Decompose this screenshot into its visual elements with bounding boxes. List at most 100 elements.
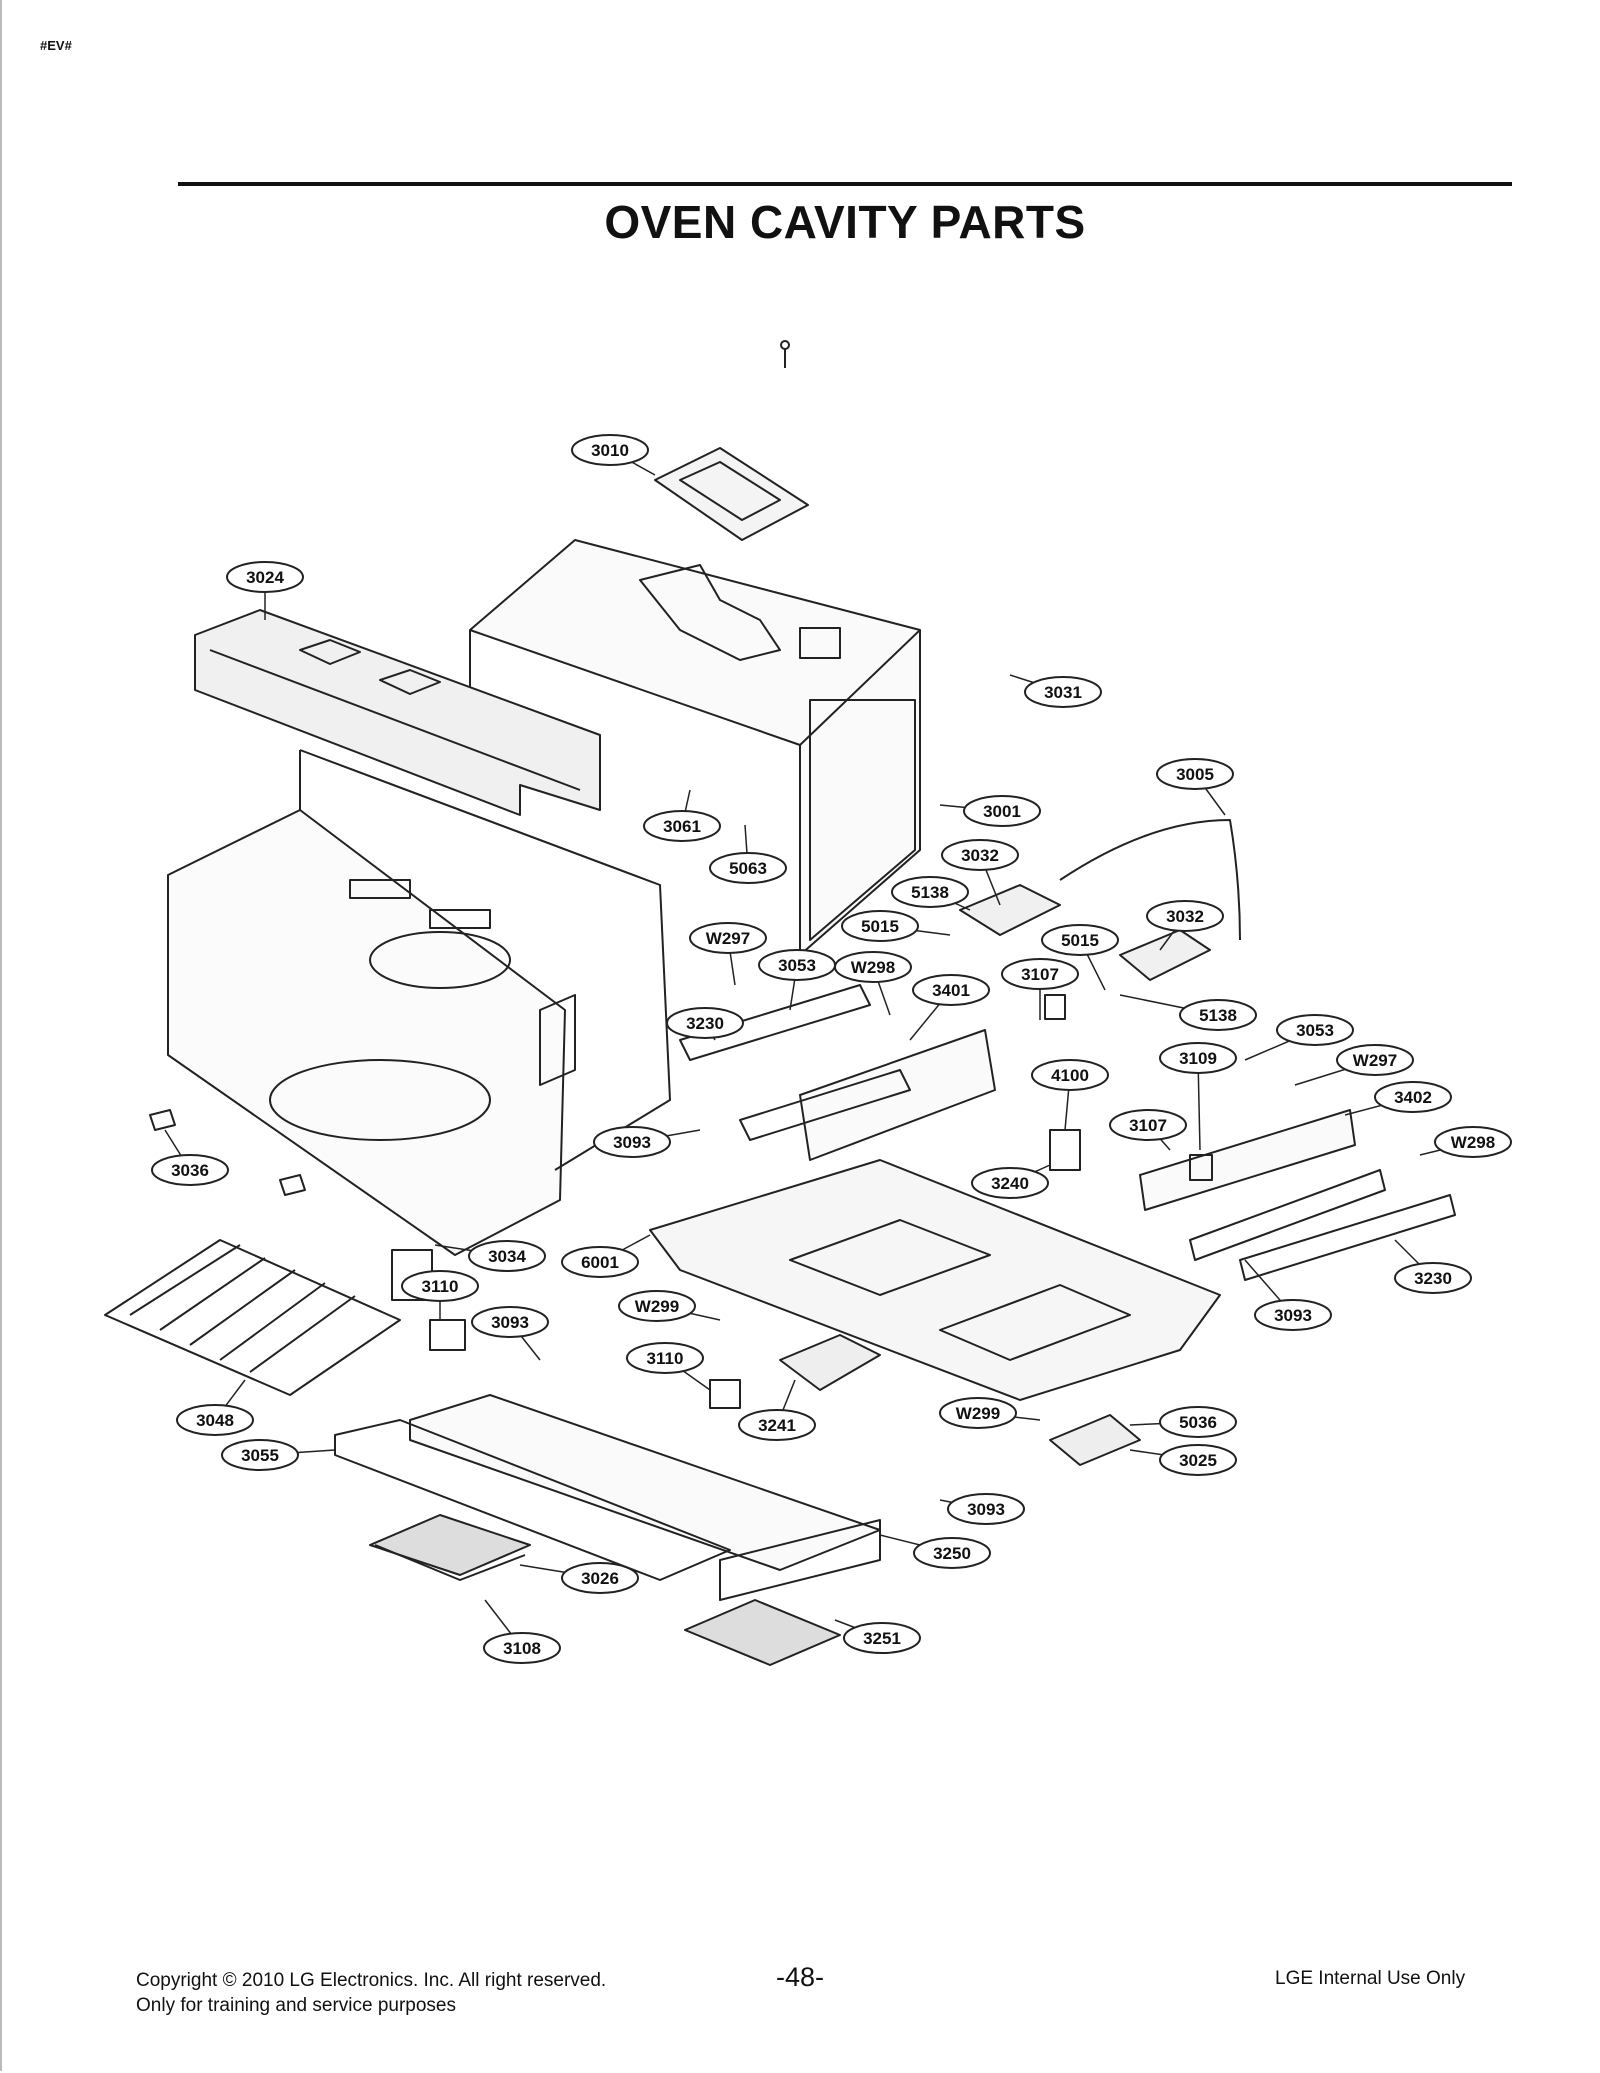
- callout-label: W298: [851, 958, 895, 977]
- grease-filter-drawing: [369, 1514, 841, 1666]
- callout-label: 3250: [933, 1544, 971, 1563]
- callout-bubble: [483, 1632, 561, 1664]
- small-components-drawing: [149, 819, 1241, 1466]
- callout-3036: 3036: [151, 1129, 229, 1186]
- callout-label: 3036: [171, 1161, 209, 1180]
- callout-3108: 3108: [483, 1599, 561, 1664]
- callout-3031: 3031: [1009, 674, 1102, 708]
- callout-bubble: [151, 1154, 229, 1186]
- oven-rack-drawing: [104, 1239, 401, 1396]
- callout-3107: 3107: [1001, 958, 1079, 1020]
- callout-3251: 3251: [834, 1619, 921, 1654]
- callout-bubble: [1156, 758, 1234, 790]
- callout-label: 3251: [863, 1629, 901, 1648]
- doc-tag: #EV#: [40, 38, 72, 53]
- callout-bubble: [221, 1439, 299, 1471]
- callout-label: 3053: [1296, 1021, 1334, 1040]
- callout-bubble: [1336, 1044, 1414, 1076]
- callout-3093: 3093: [1244, 1259, 1332, 1331]
- callout-bubble: [626, 1342, 704, 1374]
- callout-layer: 3010302430313005300130615063303251383032…: [151, 434, 1512, 1664]
- callout-bubble: [1159, 1444, 1237, 1476]
- callout-label: 5015: [861, 917, 899, 936]
- outer-case-drawing: [469, 539, 921, 956]
- callout-label: 3109: [1179, 1049, 1217, 1068]
- callout-label: 3107: [1129, 1116, 1167, 1135]
- callout-5015: 5015: [1041, 924, 1119, 991]
- callout-bubble: [1179, 999, 1257, 1031]
- callout-3026: 3026: [519, 1562, 639, 1594]
- callout-bubble: [947, 1493, 1025, 1525]
- callout-3032: 3032: [941, 839, 1019, 906]
- footer-purpose: Only for training and service purposes: [136, 1995, 456, 2016]
- callout-label: 3005: [1176, 765, 1214, 784]
- callout-label: 3093: [967, 1500, 1005, 1519]
- callout-bubble: [971, 1167, 1049, 1199]
- page-number: -48-: [776, 1962, 825, 1992]
- callout-3250: 3250: [879, 1534, 991, 1569]
- callout-label: 3026: [581, 1569, 619, 1588]
- callout-bubble: [401, 1270, 479, 1302]
- top-shroud-drawing: [194, 609, 601, 816]
- callout-w297: W297: [689, 922, 767, 986]
- callout-bubble: [1374, 1081, 1452, 1113]
- callout-bubble: [1001, 958, 1079, 990]
- callout-3055: 3055: [221, 1439, 336, 1471]
- callout-bubble: [939, 1397, 1017, 1429]
- callout-label: W297: [706, 929, 750, 948]
- callout-bubble: [1041, 924, 1119, 956]
- callout-bubble: [561, 1562, 639, 1594]
- callout-label: 3093: [613, 1133, 651, 1152]
- callout-label: 6001: [581, 1253, 619, 1272]
- callout-bubble: [571, 434, 649, 466]
- callout-bubble: [738, 1409, 816, 1441]
- callout-bubble: [1031, 1059, 1109, 1091]
- callout-bubble: [834, 951, 912, 983]
- callout-bubble: [913, 1537, 991, 1569]
- callout-label: 3402: [1394, 1088, 1432, 1107]
- callout-5036: 5036: [1129, 1406, 1237, 1438]
- callout-6001: 6001: [561, 1234, 651, 1278]
- callout-3240: 3240: [971, 1164, 1051, 1199]
- callout-label: 3241: [758, 1416, 796, 1435]
- callout-3401: 3401: [909, 974, 990, 1041]
- callout-w297: W297: [1294, 1044, 1414, 1086]
- callout-label: 3010: [591, 441, 629, 460]
- footer-copyright-block: Copyright © 2010 LG Electronics. Inc. Al…: [136, 1968, 606, 2018]
- callout-3093: 3093: [939, 1493, 1025, 1525]
- title-rule: [178, 182, 1512, 186]
- callout-label: 3055: [241, 1446, 279, 1465]
- part-drawings: [104, 340, 1456, 1666]
- callout-bubble: [176, 1404, 254, 1436]
- callout-label: 3401: [932, 981, 970, 1000]
- callout-label: 3108: [503, 1639, 541, 1658]
- callout-5015: 5015: [841, 910, 951, 942]
- callout-3110: 3110: [401, 1270, 479, 1320]
- callout-w298: W298: [834, 951, 912, 1016]
- callout-3024: 3024: [226, 561, 304, 620]
- callout-label: 3230: [1414, 1269, 1452, 1288]
- callout-label: 5063: [729, 859, 767, 878]
- callout-label: 3053: [778, 956, 816, 975]
- callout-bubble: [561, 1246, 639, 1278]
- callout-bubble: [1434, 1126, 1512, 1158]
- callout-bubble: [841, 910, 919, 942]
- callout-label: 3093: [1274, 1306, 1312, 1325]
- callout-3025: 3025: [1129, 1444, 1237, 1476]
- callout-3241: 3241: [738, 1379, 816, 1441]
- callout-w299: W299: [939, 1397, 1041, 1429]
- callout-label: 3025: [1179, 1451, 1217, 1470]
- callout-bubble: [1024, 676, 1102, 708]
- callout-3230: 3230: [666, 1007, 744, 1041]
- callout-label: 3032: [961, 846, 999, 865]
- callout-bubble: [1109, 1109, 1187, 1141]
- callout-bubble: [471, 1306, 549, 1338]
- callout-3107: 3107: [1109, 1109, 1187, 1151]
- callout-bubble: [226, 561, 304, 593]
- bottom-plate-drawing: [649, 1159, 1221, 1401]
- callout-label: W297: [1353, 1051, 1397, 1070]
- callout-bubble: [593, 1126, 671, 1158]
- callout-3053: 3053: [758, 949, 836, 1011]
- callout-3061: 3061: [643, 789, 721, 842]
